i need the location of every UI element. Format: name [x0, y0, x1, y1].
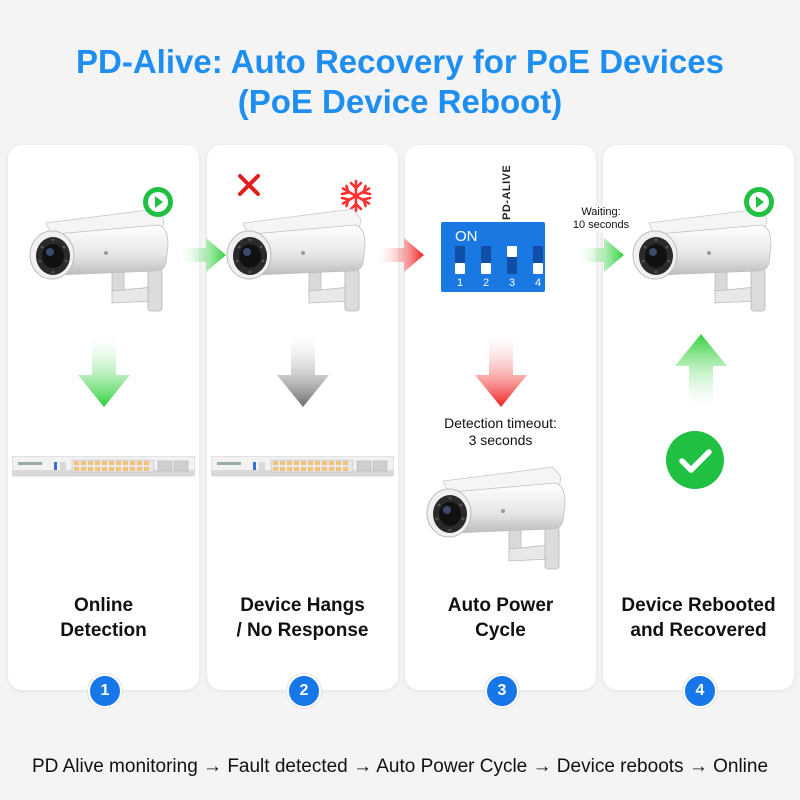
- step-label: Device Hangs/ No Response: [236, 595, 369, 641]
- poe-switch-icon: [12, 456, 195, 477]
- step-panel-3: PD-ALIVE ON 1 2 3 4 Detection timeout: 3…: [405, 145, 596, 708]
- camera-icon: [632, 208, 772, 312]
- down-arrow-gray: [277, 335, 329, 407]
- up-arrow-green: [675, 334, 727, 407]
- page-title: PD-Alive: Auto Recovery for PoE Devices …: [0, 42, 800, 122]
- detection-timeout-text: Detection timeout: 3 seconds: [444, 415, 557, 448]
- checkmark-icon: [666, 431, 724, 489]
- camera-icon: [29, 208, 169, 312]
- dip-switch: ON 1 2 3 4: [441, 222, 545, 292]
- step-panel-2: Device Hangs/ No Response 2: [207, 145, 398, 708]
- dip-side-label: PD-ALIVE: [501, 164, 513, 220]
- dip-slot-3: [507, 246, 517, 274]
- right-arrow-green: [578, 238, 624, 272]
- camera-icon: [426, 466, 566, 570]
- step-badge: 4: [683, 674, 717, 708]
- title-line-2: (PoE Device Reboot): [237, 83, 563, 120]
- down-arrow-green: [78, 335, 130, 407]
- right-arrow-green: [180, 238, 226, 272]
- snowflake-icon: [340, 179, 372, 213]
- waiting-text: Waiting: 10 seconds: [566, 206, 636, 232]
- title-line-1: PD-Alive: Auto Recovery for PoE Devices: [76, 43, 724, 80]
- footer-flow-text: PD Alive monitoring → Fault detected → A…: [31, 756, 769, 777]
- dip-on-label: ON: [455, 228, 478, 245]
- dip-slot-4: [533, 246, 543, 274]
- step-badge: 3: [485, 674, 519, 708]
- dip-number: 2: [482, 277, 490, 289]
- dip-number: 1: [456, 277, 464, 289]
- play-icon: [143, 187, 173, 217]
- camera-icon: [226, 208, 366, 312]
- dip-slot-1: [455, 246, 465, 274]
- down-arrow-red: [475, 335, 527, 407]
- step-badge: 2: [287, 674, 321, 708]
- play-icon: [744, 187, 774, 217]
- right-arrow-red: [378, 238, 424, 272]
- poe-switch-icon: [211, 456, 394, 477]
- cross-icon: [238, 174, 260, 196]
- dip-number: 4: [534, 277, 542, 289]
- step-badge: 1: [88, 674, 122, 708]
- dip-number: 3: [508, 277, 516, 289]
- dip-slot-2: [481, 246, 491, 274]
